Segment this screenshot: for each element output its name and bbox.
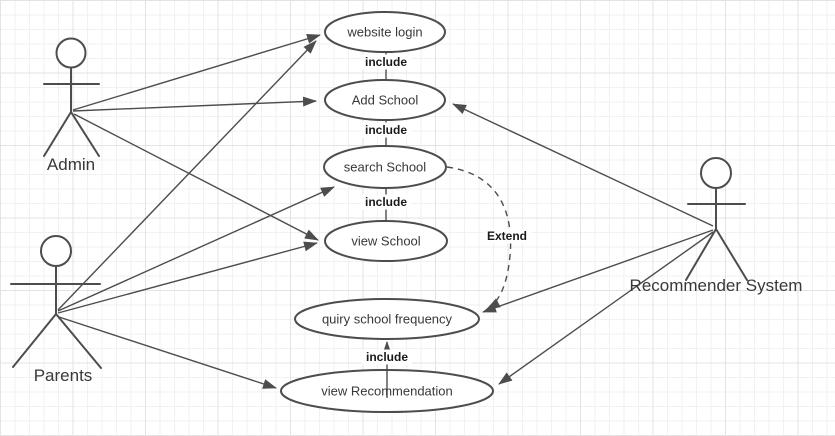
usecase-add-school[interactable]: [324, 79, 446, 121]
edge-admin-website-login[interactable]: [72, 33, 321, 111]
parents-leg-right[interactable]: [55, 313, 102, 369]
search-school-label: search School: [344, 160, 426, 175]
include-label-3-bg: [361, 194, 411, 210]
edge-parents-view-recommendation[interactable]: [58, 316, 277, 389]
edge-recommender-view-recommendation[interactable]: [498, 231, 714, 385]
parents-head[interactable]: [40, 235, 72, 267]
parents-label: Parents: [34, 366, 93, 385]
include-label-3-text: include: [365, 195, 407, 209]
admin-leg-left[interactable]: [43, 111, 72, 157]
include-label-1-text: include: [365, 55, 407, 69]
recommender-leg-left[interactable]: [685, 228, 717, 281]
view-school-label: view School: [351, 234, 420, 249]
include-label-3: include: [361, 194, 411, 210]
recommender-leg-right[interactable]: [715, 228, 748, 281]
include-label-4-bg: [362, 349, 412, 365]
admin-leg-right[interactable]: [70, 111, 100, 157]
recommender-system-label: Recommender System: [630, 276, 803, 295]
include-label-2-text: include: [365, 123, 407, 137]
quiry-school-frequency-label: quiry school frequency: [322, 312, 453, 327]
parents-leg-left[interactable]: [12, 313, 57, 368]
include-label-1: include: [361, 54, 411, 70]
extend-label: Extend: [483, 228, 531, 244]
actor-parents[interactable]: [10, 235, 102, 369]
website-login-ellipse[interactable]: [324, 11, 446, 53]
usecase-search-school[interactable]: [323, 145, 447, 189]
extend-label-bg: [483, 228, 531, 244]
actor-admin[interactable]: [43, 37, 100, 157]
edge-recommender-quiry-school-frequency[interactable]: [482, 229, 714, 313]
admin-head[interactable]: [55, 37, 87, 69]
website-login-label: website login: [346, 25, 422, 40]
edge-admin-add-school[interactable]: [72, 96, 317, 112]
admin-label: Admin: [47, 155, 95, 174]
edge-parents-website-login[interactable]: [57, 40, 317, 311]
include-label-2: include: [361, 122, 411, 138]
add-school-ellipse[interactable]: [324, 79, 446, 121]
include-label-1-bg: [361, 54, 411, 70]
extend-label-text: Extend: [487, 229, 527, 243]
edge-admin-view-school[interactable]: [73, 113, 319, 241]
edge-parents-view-school[interactable]: [57, 241, 318, 314]
search-school-ellipse[interactable]: [323, 145, 447, 189]
edge-parents-search-school[interactable]: [57, 186, 335, 312]
edge-recommender-add-school[interactable]: [452, 103, 714, 227]
include-label-2-bg: [361, 122, 411, 138]
quiry-school-frequency-ellipse[interactable]: [294, 298, 480, 340]
usecase-website-login[interactable]: [324, 11, 446, 53]
recommender-head[interactable]: [700, 157, 732, 189]
include-label-4: include: [362, 349, 412, 365]
add-school-label: Add School: [352, 93, 419, 108]
actor-recommender-system[interactable]: [685, 157, 748, 281]
view-recommendation-label: view Recommendation: [321, 384, 453, 399]
include-label-4-text: include: [366, 350, 408, 364]
edge-extend-search-school-quiry[interactable]: [446, 166, 512, 310]
usecase-quiry-school-frequency[interactable]: [294, 298, 480, 340]
